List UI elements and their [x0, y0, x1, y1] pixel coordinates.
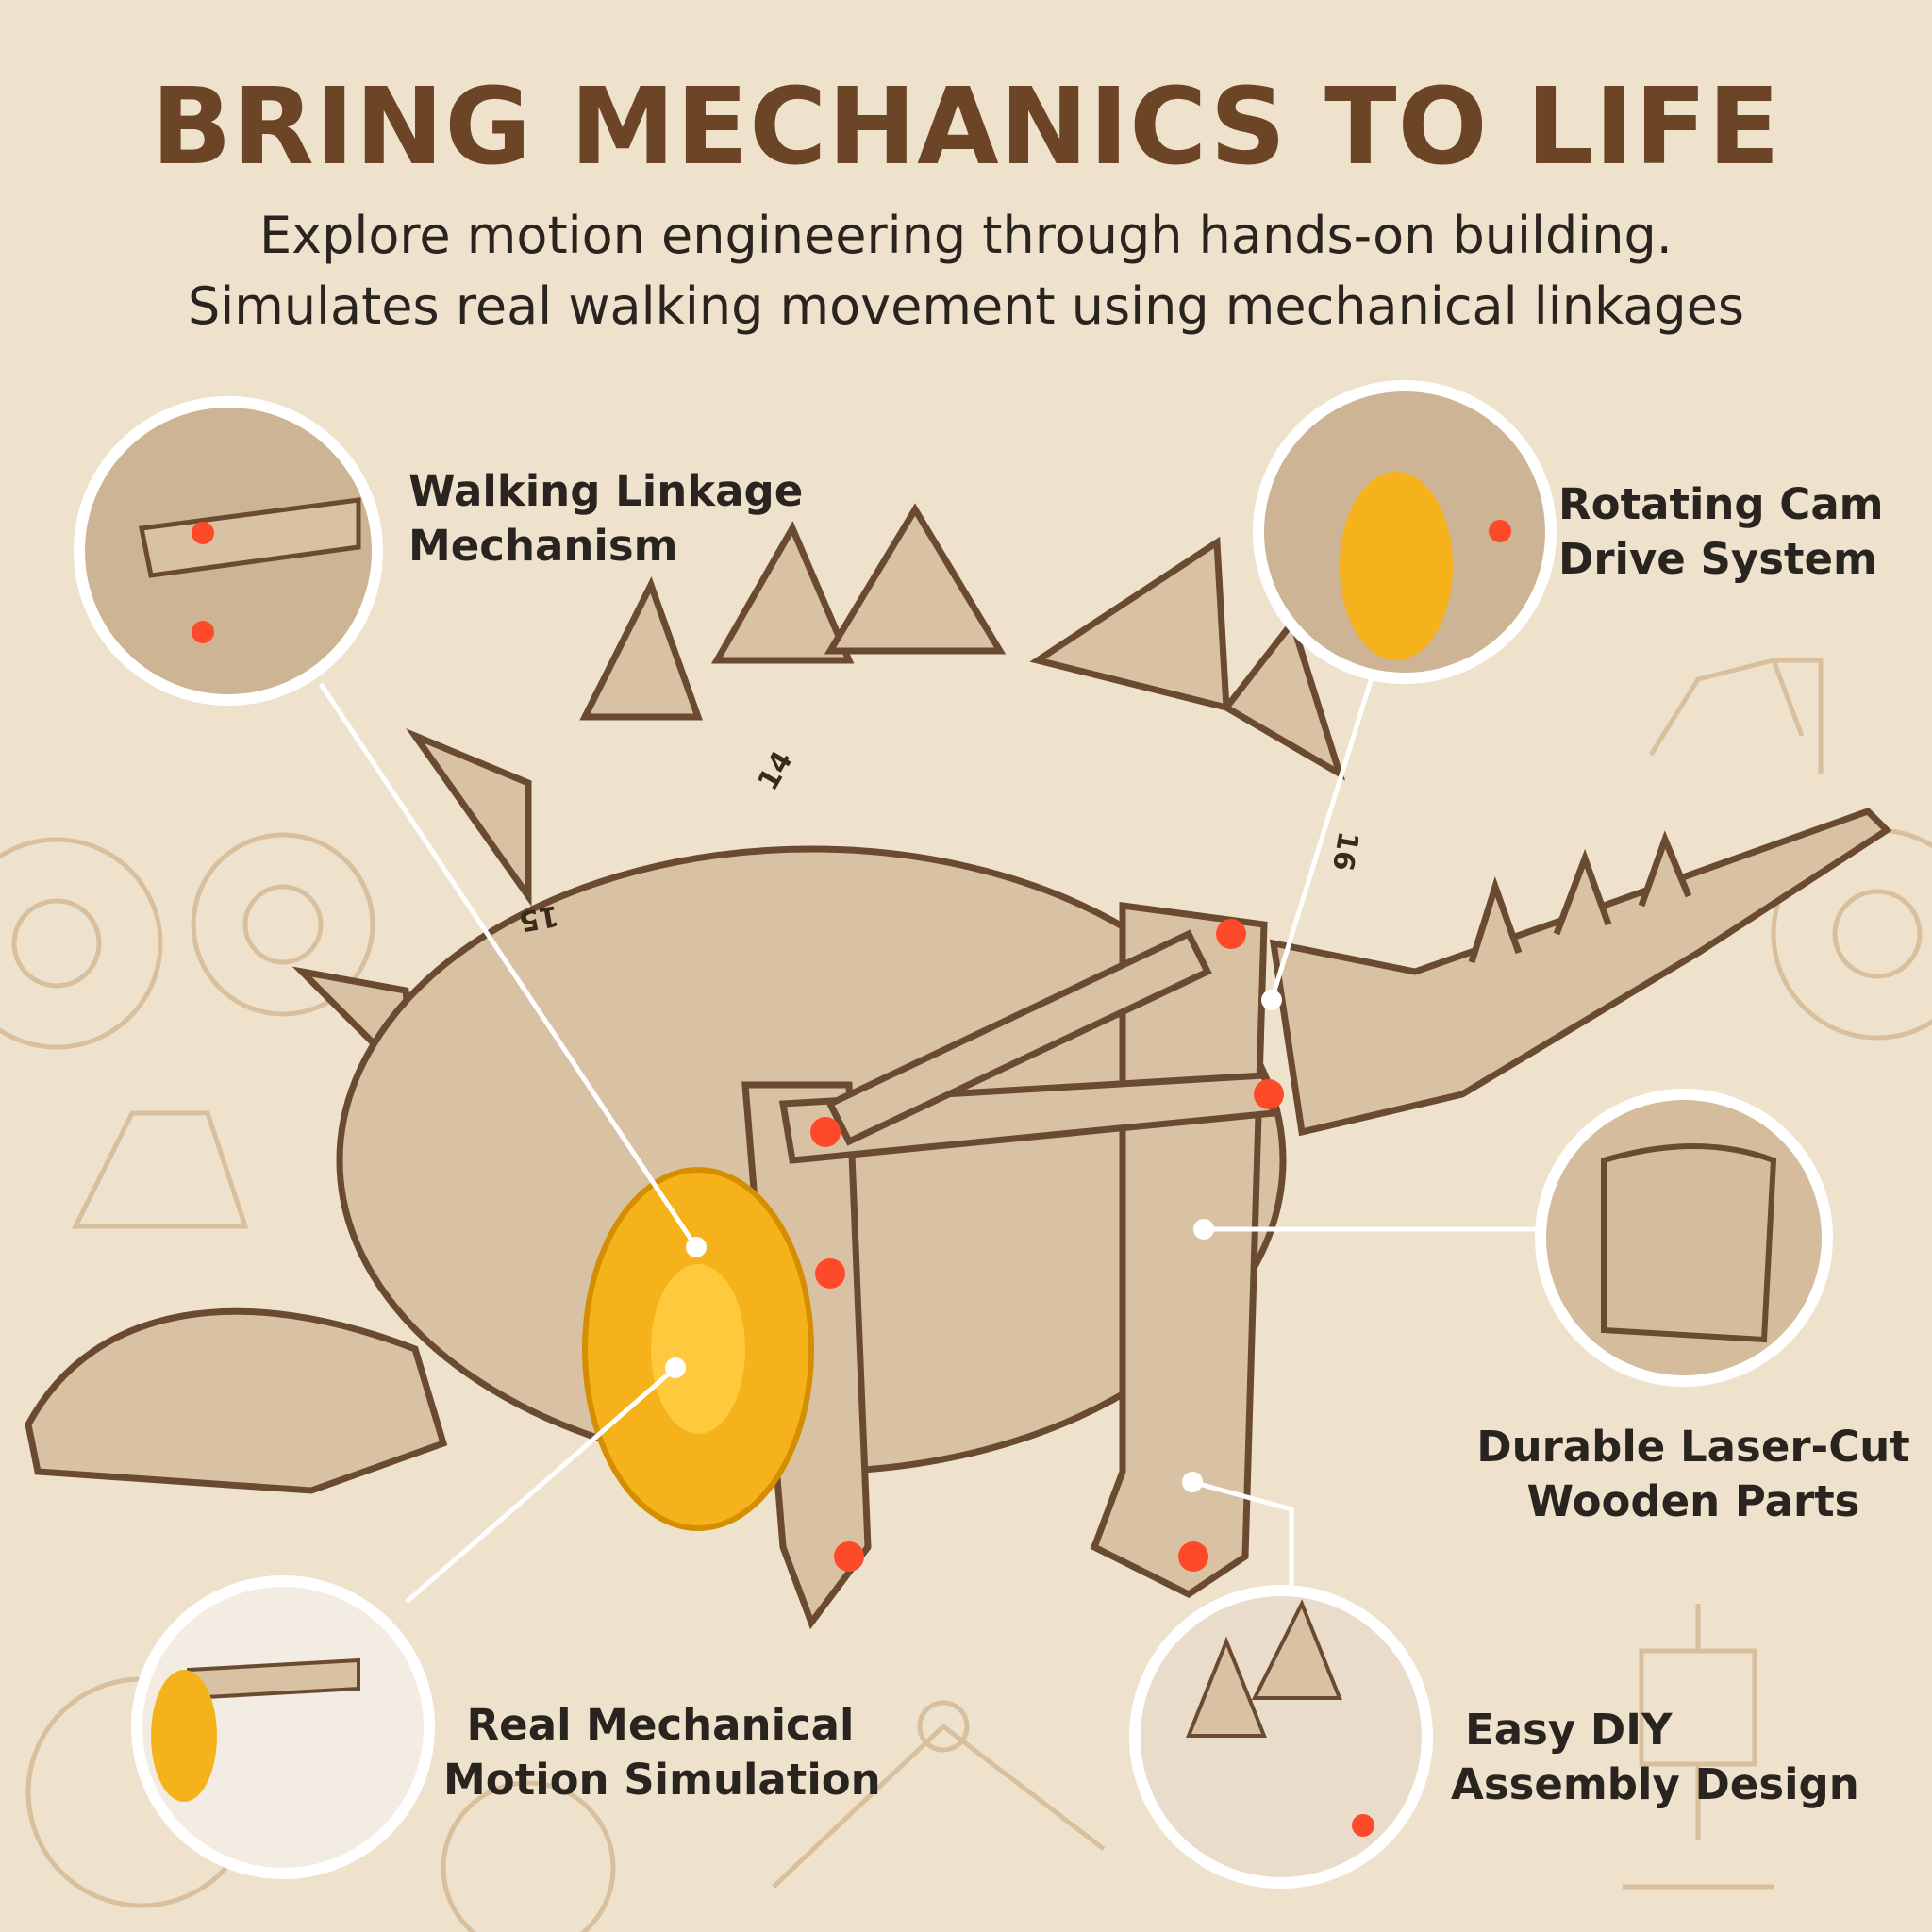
- detail-wood: [1535, 1089, 1833, 1387]
- subtitle-line-1: Explore motion engineering through hands…: [259, 206, 1673, 265]
- detail-assembly: [1129, 1585, 1433, 1889]
- leader-lines: [318, 671, 1538, 1614]
- callout-line: Drive System: [1558, 534, 1877, 584]
- part-number: 15: [516, 898, 560, 938]
- detail-circles: [74, 380, 1833, 1889]
- page-title: BRING MECHANICS TO LIFE: [151, 66, 1781, 189]
- callout-walking-linkage: Walking Linkage Mechanism: [408, 464, 803, 574]
- callout-line: Rotating Cam: [1558, 479, 1884, 529]
- detail-motion: [131, 1575, 435, 1879]
- subtitle-line-2: Simulates real walking movement using me…: [187, 276, 1745, 336]
- callout-durable-parts: Durable Laser-Cut Wooden Parts: [1472, 1420, 1915, 1529]
- plate: [579, 576, 703, 721]
- callout-line: Motion Simulation: [443, 1755, 881, 1805]
- linkage-arm: [825, 929, 1212, 1146]
- plate: [710, 521, 855, 664]
- callout-line: Easy DIY: [1465, 1705, 1673, 1755]
- plate: [1221, 615, 1346, 781]
- wooden-stegosaurus: [25, 503, 1892, 1630]
- tail: [1269, 807, 1892, 1137]
- plate: [406, 728, 532, 908]
- callout-rotating-cam: Rotating Cam Drive System: [1558, 477, 1884, 587]
- plate: [824, 503, 1007, 655]
- callout-motion-simulation: Real Mechanical Motion Simulation: [443, 1698, 881, 1807]
- callout-line: Real Mechanical: [466, 1700, 855, 1750]
- callout-line: Walking Linkage: [408, 466, 804, 516]
- peg-pins: [810, 919, 1284, 1572]
- plate: [1029, 536, 1230, 712]
- callout-line: Mechanism: [408, 521, 678, 571]
- leader-dots: [665, 990, 1282, 1492]
- part-number: 16: [1325, 829, 1365, 874]
- callout-diy-assembly: Easy DIY Assembly Design: [1451, 1703, 1859, 1812]
- callout-line: Durable Laser-Cut: [1476, 1422, 1910, 1472]
- part-number: 14: [752, 745, 800, 796]
- head: [25, 1307, 448, 1494]
- cam-wheel: [582, 1167, 814, 1531]
- callout-line: Assembly Design: [1451, 1759, 1859, 1809]
- callout-line: Wooden Parts: [1526, 1476, 1860, 1526]
- detail-contents: [139, 472, 1777, 1837]
